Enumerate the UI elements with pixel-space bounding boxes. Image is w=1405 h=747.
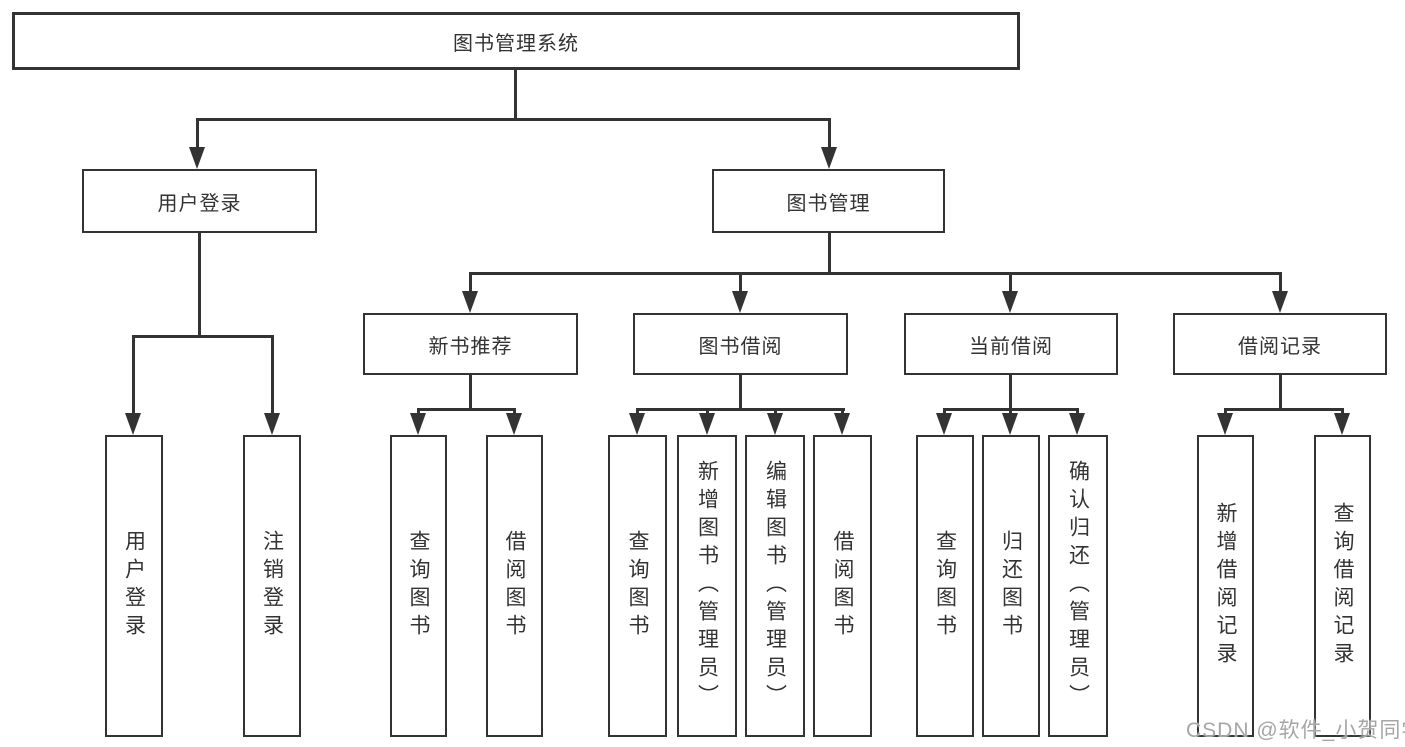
leaf-borrow-books: 借阅图书	[813, 435, 872, 737]
arrowhead-to-book-borrowing	[732, 291, 748, 313]
arrowhead-to-user-login	[189, 147, 205, 169]
arrowhead-to-leaf-user-login	[125, 413, 141, 435]
arrowhead-to-borrowing-records	[1272, 291, 1288, 313]
arrowhead-to-edit-books-admin	[767, 413, 783, 435]
arrowhead-to-book-management	[821, 147, 837, 169]
node-user-login: 用户登录	[82, 169, 317, 233]
node-library-management-system: 图书管理系统	[12, 12, 1020, 70]
arrowhead-to-add-borrow-record	[1217, 413, 1233, 435]
connector-book-management-stem	[828, 233, 831, 272]
arrowhead-to-add-books-admin	[699, 413, 715, 435]
arrowhead-to-new-book-recommendation	[462, 291, 478, 313]
leaf-borrow-books-recommend: 借阅图书	[486, 435, 543, 737]
connector-current-rail	[943, 408, 1079, 411]
node-current-borrowing: 当前借阅	[904, 313, 1118, 375]
arrowhead-to-leaf-logout	[264, 413, 280, 435]
arrowhead-to-current-borrowing	[1002, 291, 1018, 313]
connector-recommend-rail	[417, 408, 516, 411]
leaf-confirm-return-admin: 确认归还（管理员）	[1048, 435, 1108, 737]
leaf-return-books: 归还图书	[982, 435, 1040, 737]
arrowhead-to-confirm-return-admin	[1069, 413, 1085, 435]
node-new-book-recommendation: 新书推荐	[363, 313, 578, 375]
connector-borrowing-rail	[636, 408, 845, 411]
arrowhead-to-borrow-books-recommend	[506, 413, 522, 435]
connector-to-new-book-recommendation	[469, 274, 472, 293]
node-borrowing-records: 借阅记录	[1173, 313, 1387, 375]
connector-user-login-rail	[132, 335, 274, 338]
leaf-add-borrow-record: 新增借阅记录	[1197, 435, 1254, 737]
connector-to-leaf-user-login	[132, 337, 135, 414]
leaf-query-borrow-record: 查询借阅记录	[1314, 435, 1371, 737]
connector-records-stem	[1279, 375, 1282, 408]
watermark: CSDN @软件_小贺同学	[1186, 719, 1405, 742]
leaf-edit-books-admin: 编辑图书（管理员）	[745, 435, 805, 737]
connector-user-login-stem	[198, 233, 201, 335]
arrowhead-to-query-borrow-record	[1334, 413, 1350, 435]
connector-borrowing-stem	[739, 375, 742, 408]
leaf-query-books-recommend: 查询图书	[390, 435, 447, 737]
connector-to-book-borrowing	[739, 274, 742, 293]
arrowhead-to-return-books	[1002, 413, 1018, 435]
connector-level2-rail	[196, 118, 831, 121]
arrowhead-to-query-books-borrow	[629, 413, 645, 435]
connector-to-book-management	[828, 120, 831, 149]
node-book-management: 图书管理	[712, 169, 945, 233]
connector-level3-rail	[469, 272, 1282, 275]
leaf-add-books-admin: 新增图书（管理员）	[677, 435, 737, 737]
node-book-borrowing: 图书借阅	[633, 313, 848, 375]
connector-to-current-borrowing	[1009, 274, 1012, 293]
connector-recommend-stem	[469, 375, 472, 408]
leaf-query-books-current: 查询图书	[916, 435, 974, 737]
arrowhead-to-query-books-recommend	[410, 413, 426, 435]
arrowhead-to-borrow-books	[834, 413, 850, 435]
leaf-query-books-borrow: 查询图书	[608, 435, 667, 737]
connector-current-stem	[1009, 375, 1012, 408]
connector-to-borrowing-records	[1279, 274, 1282, 293]
leaf-user-login: 用户登录	[105, 435, 163, 737]
arrowhead-to-query-books-current	[936, 413, 952, 435]
connector-to-leaf-logout	[271, 337, 274, 414]
connector-records-rail	[1224, 408, 1344, 411]
connector-to-user-login	[196, 120, 199, 149]
leaf-logout: 注销登录	[243, 435, 301, 737]
connector-root-stem	[514, 70, 517, 118]
